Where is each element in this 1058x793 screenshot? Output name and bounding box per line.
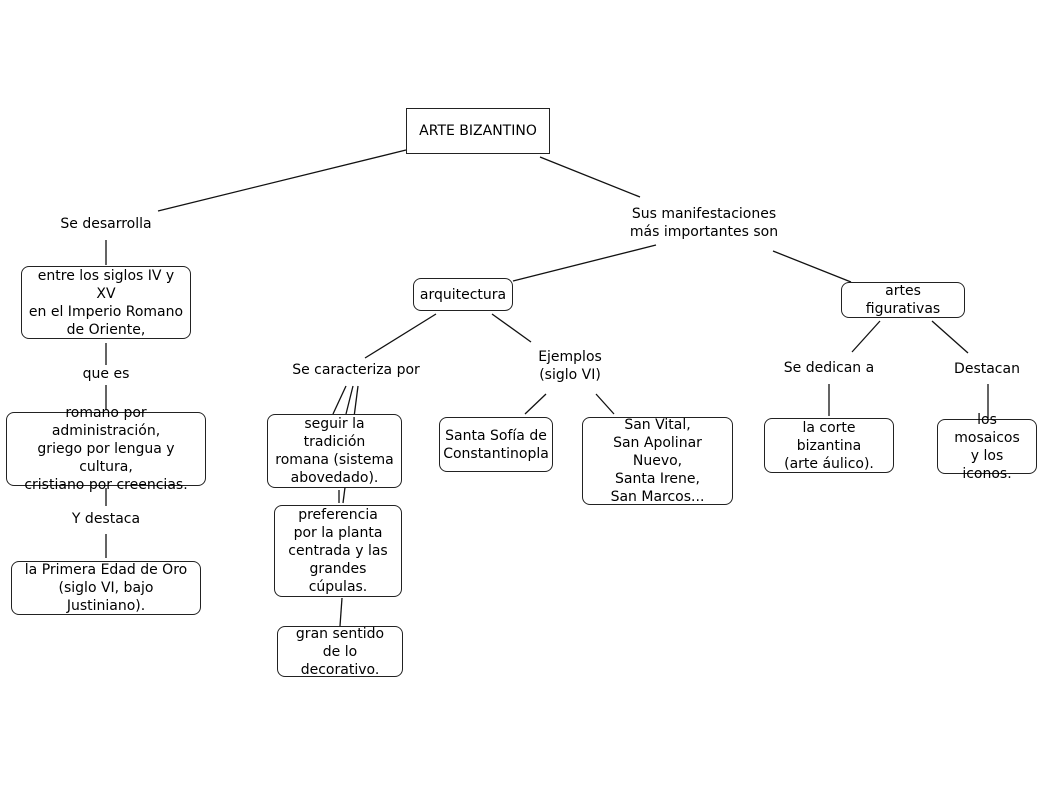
connector — [539, 156, 641, 198]
node-siglos: entre los siglos IV y XV en el Imperio R… — [21, 266, 191, 339]
node-tradicion: seguir la tradición romana (sistema abov… — [267, 414, 402, 488]
connector — [931, 320, 969, 354]
connector — [512, 244, 657, 282]
root-node: ARTE BIZANTINO — [406, 108, 550, 154]
connector — [491, 313, 532, 343]
node-santa-sofia: Santa Sofía de Constantinopla — [439, 417, 553, 472]
link-se-caracteriza: Se caracteriza por — [292, 361, 420, 379]
link-se-dedican: Se dedican a — [783, 359, 875, 377]
link-ejemplos: Ejemplos (siglo VI) — [538, 348, 602, 384]
connector — [157, 149, 407, 212]
connector — [524, 393, 547, 415]
connector — [345, 385, 354, 415]
node-san-vital: San Vital, San Apolinar Nuevo, Santa Ire… — [582, 417, 733, 505]
link-y-destaca: Y destaca — [71, 510, 141, 528]
node-corte: la corte bizantina (arte áulico). — [764, 418, 894, 473]
node-arquitectura: arquitectura — [413, 278, 513, 311]
link-que-es: que es — [82, 365, 130, 383]
node-mosaicos: los mosaicos y los iconos. — [937, 412, 1037, 482]
connector — [364, 313, 437, 359]
node-artes-figurativas: artes figurativas — [841, 282, 965, 318]
node-romano: romano por administración, griego por le… — [6, 405, 206, 493]
node-decorativo: gran sentido de lo decorativo. — [277, 626, 403, 678]
connector — [772, 250, 852, 283]
link-se-desarrolla: Se desarrolla — [60, 215, 152, 233]
connector — [332, 385, 347, 415]
connector — [595, 393, 615, 415]
link-sus-manifestaciones: Sus manifestaciones más importantes son — [629, 205, 779, 241]
connector — [851, 320, 881, 353]
link-destacan: Destacan — [954, 360, 1020, 378]
node-edad-oro: la Primera Edad de Oro (siglo VI, bajo J… — [11, 561, 201, 615]
node-planta: preferencia por la planta centrada y las… — [274, 505, 402, 597]
connector — [339, 597, 343, 627]
